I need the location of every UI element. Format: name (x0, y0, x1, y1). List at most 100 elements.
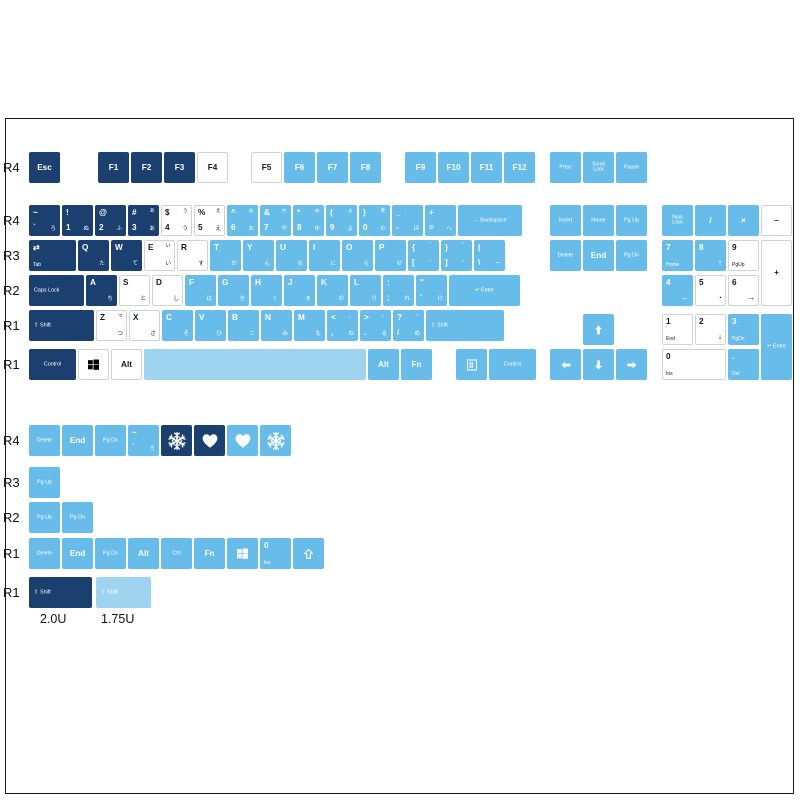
keycap-nav[interactable] (550, 349, 581, 380)
keycap-numpad[interactable]: .Del (728, 349, 759, 380)
keycap-extra-r1a[interactable]: Alt (128, 538, 159, 569)
keycap-extra-r1a[interactable]: Pg Dn (95, 538, 126, 569)
keycap-numpad[interactable]: – (761, 205, 792, 236)
keycap-extra-r1b[interactable]: ⇧ Shift (96, 577, 151, 608)
keycap-extra-r4[interactable] (194, 425, 225, 456)
keycap-row-qwerty[interactable]: |\ー (474, 240, 505, 271)
keycap-nav[interactable] (583, 349, 614, 380)
keycap-numpad[interactable]: 4← (662, 275, 693, 306)
keycap-row-modifier[interactable]: Control (29, 349, 76, 380)
keycap-row-fn[interactable]: F10 (438, 152, 469, 183)
keycap-extra-r4[interactable]: ~`ろ (128, 425, 159, 456)
keycap-row-modifier[interactable]: Alt (368, 349, 399, 380)
keycap-extra-r4[interactable]: Delete (29, 425, 60, 456)
keycap-row-fn[interactable]: F7 (317, 152, 348, 183)
keycap-row-fn[interactable]: F6 (284, 152, 315, 183)
keycap-nav[interactable] (583, 314, 614, 345)
keycap-numpad[interactable]: 6→ (728, 275, 759, 306)
keycap-row-number[interactable]: ~`ろ (29, 205, 60, 236)
keycap-numpad[interactable]: ↵ Enter (761, 314, 792, 380)
keycap-row-bottom-alpha[interactable]: >.。る (360, 310, 391, 341)
keycap-row-fn[interactable]: F5 (251, 152, 282, 183)
keycap-row-qwerty[interactable]: }]゜゜ (441, 240, 472, 271)
keycap-row-qwerty[interactable]: {[゛゛ (408, 240, 439, 271)
keycap-row-modifier[interactable] (78, 349, 109, 380)
keycap-extra-r1a[interactable] (293, 538, 324, 569)
keycap-nav[interactable]: Pg Up (616, 205, 647, 236)
keycap-numpad[interactable]: 2↓ (695, 314, 726, 345)
keycap-row-modifier[interactable]: Fn (401, 349, 432, 380)
keycap-row-number[interactable]: _-ほ (392, 205, 423, 236)
keycap-row-bottom-alpha[interactable]: ⇧ Shift (29, 310, 94, 341)
keycap-extra-r4[interactable]: End (62, 425, 93, 456)
keycap-extra-r2[interactable]: Pg Up (29, 502, 60, 533)
keycap-row-fn[interactable]: F4 (197, 152, 228, 183)
keycap-numpad[interactable]: × (728, 205, 759, 236)
keycap-nav[interactable]: End (583, 240, 614, 271)
keycap-extra-r1a[interactable]: Delete (29, 538, 60, 569)
keycap-extra-r2[interactable]: Pg Dn (62, 502, 93, 533)
keycap-row-home[interactable]: Caps Lock (29, 275, 84, 306)
keycap-nav[interactable]: Home (583, 205, 614, 236)
keycap-extra-r4[interactable] (260, 425, 291, 456)
keycap-row-fn[interactable]: F9 (405, 152, 436, 183)
keycap-row-home[interactable]: :;れ (383, 275, 414, 306)
keycap-nav[interactable] (616, 349, 647, 380)
keycap-extra-r1a[interactable]: Ctrl (161, 538, 192, 569)
keycap-numpad[interactable]: / (695, 205, 726, 236)
keycap-row-number[interactable]: ← Backspace (458, 205, 522, 236)
keycap-extra-r4[interactable] (227, 425, 258, 456)
keycap-row-fn[interactable]: F12 (504, 152, 535, 183)
keycap-row-bottom-alpha[interactable]: <,、ね (327, 310, 358, 341)
keycap-extra-r1a[interactable]: Fn (194, 538, 225, 569)
keycap-numpad[interactable]: + (761, 240, 792, 306)
keycap-numpad[interactable]: 8↑ (695, 240, 726, 271)
keycap-row-bottom-alpha[interactable]: ⇧ Shift (426, 310, 504, 341)
keycap-extra-r1b[interactable]: ⇧ Shift (29, 577, 92, 608)
keycap-nav[interactable]: Insert (550, 205, 581, 236)
keycap-row-fn[interactable]: Esc (29, 152, 60, 183)
keycap-row-fn[interactable]: F2 (131, 152, 162, 183)
keycap-row-fn[interactable]: F11 (471, 152, 502, 183)
keycap-extra-r4[interactable]: Pg Dn (95, 425, 126, 456)
keycap-numpad[interactable]: 5· (695, 275, 726, 306)
keycap-extra-r4[interactable] (161, 425, 192, 456)
